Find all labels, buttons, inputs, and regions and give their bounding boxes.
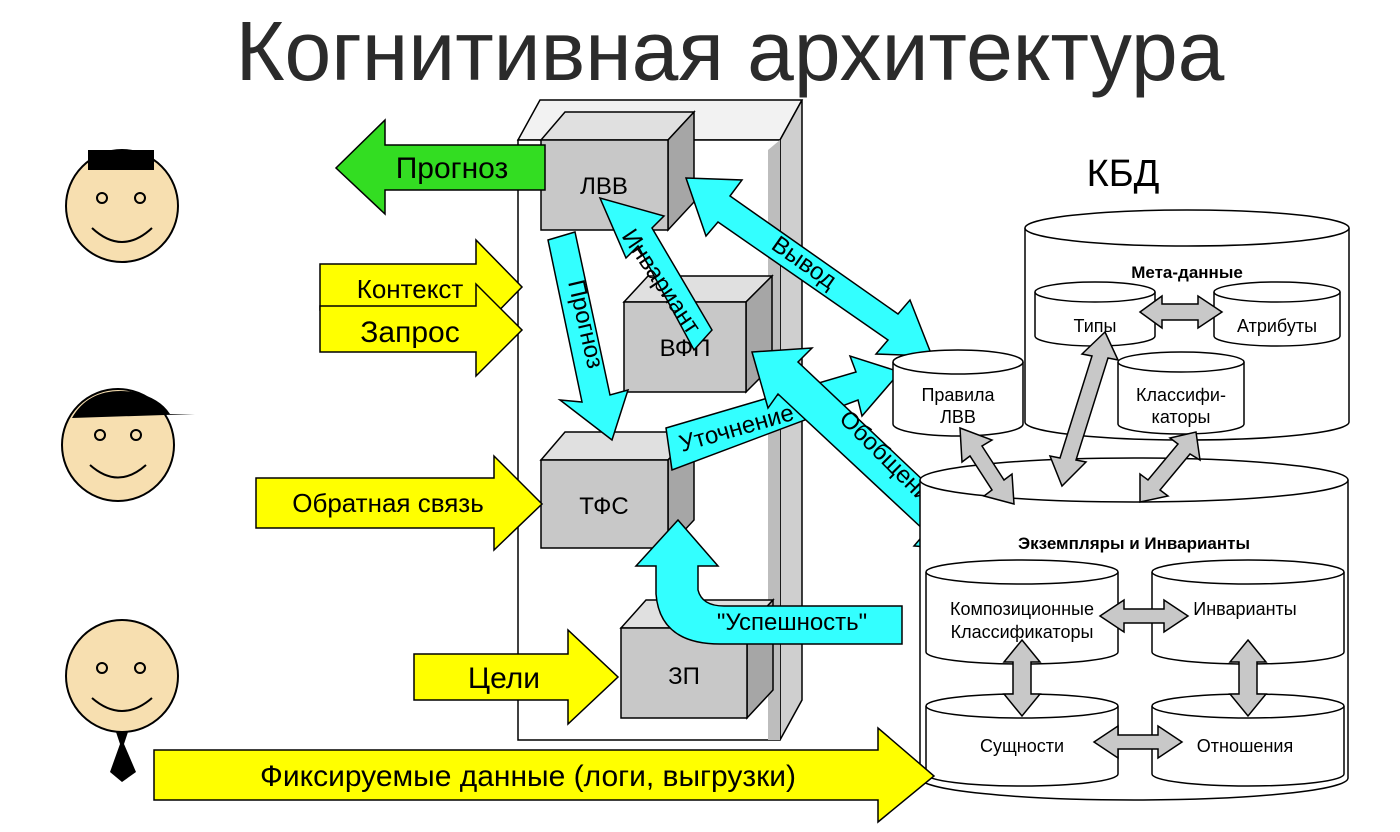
rules-label-1: Правила [921, 385, 995, 405]
block-lvv-label: ЛВВ [580, 173, 628, 200]
types-database: Типы [1034, 281, 1156, 347]
invariants-label: Инварианты [1193, 599, 1296, 619]
entities-label: Сущности [980, 736, 1064, 756]
arrow-forecast-out: Прогноз [334, 118, 546, 216]
connector-invariants-relations [1228, 638, 1268, 718]
instances-title: Экземпляры и Инварианты [1018, 534, 1250, 553]
relations-label: Отношения [1197, 736, 1293, 756]
connector-composite-entities [1002, 638, 1042, 718]
connector-entities-relations [1092, 724, 1184, 760]
arrow-feedback: Обратная связь [255, 454, 544, 552]
gray-connectors [959, 294, 1268, 760]
composite-label-2: Классификаторы [951, 622, 1094, 642]
metadata-database: Мета-данные [1024, 209, 1350, 441]
arrow-query-label: Запрос [360, 316, 459, 349]
person-icon-bottom [65, 619, 179, 782]
rules-database: Правила ЛВВ [892, 349, 1024, 437]
types-label: Типы [1074, 316, 1117, 336]
page-title: Когнитивная архитектура [236, 4, 1225, 98]
composite-classifiers-database: Композиционные Классификаторы [925, 559, 1119, 665]
connector-classifiers-instances [1139, 431, 1201, 503]
relations-database: Отношения [1151, 693, 1345, 787]
person-icon-middle [61, 388, 195, 502]
arrow-fixed-data: Фиксируемые данные (логи, выгрузки) [153, 726, 936, 824]
composite-label-1: Композиционные [950, 599, 1094, 619]
arrow-forecast-out-label: Прогноз [396, 152, 509, 185]
connector-rules-instances [959, 426, 1015, 505]
arrow-goals: Цели [413, 628, 620, 726]
block-tfs-label: ТФС [579, 493, 628, 520]
classifiers-label-1: Классифи- [1136, 385, 1226, 405]
block-zp-label: ЗП [668, 663, 700, 690]
arrow-success-label: "Успешность" [717, 609, 867, 636]
arrow-success: "Успешность" [634, 518, 903, 645]
invariants-database: Инварианты [1151, 559, 1345, 665]
rules-label-2: ЛВВ [940, 407, 976, 427]
metadata-title: Мета-данные [1131, 263, 1243, 282]
connector-types-instances [1048, 330, 1120, 488]
classifiers-label-2: каторы [1152, 407, 1211, 427]
attributes-database: Атрибуты [1213, 281, 1341, 347]
connector-types-attributes [1138, 294, 1224, 330]
arrow-fixed-data-label: Фиксируемые данные (логи, выгрузки) [260, 760, 796, 793]
classifiers-database: Классифи- каторы [1117, 351, 1245, 435]
arrow-goals-label: Цели [468, 662, 540, 695]
arrow-query: Запрос [319, 282, 524, 378]
kbd-label: КБД [1087, 153, 1160, 195]
attributes-label: Атрибуты [1237, 316, 1317, 336]
person-icon-top [65, 149, 179, 263]
arrow-context-label: Контекст [357, 274, 464, 304]
connector-composite-invariants [1098, 598, 1190, 634]
arrow-feedback-label: Обратная связь [292, 488, 484, 518]
